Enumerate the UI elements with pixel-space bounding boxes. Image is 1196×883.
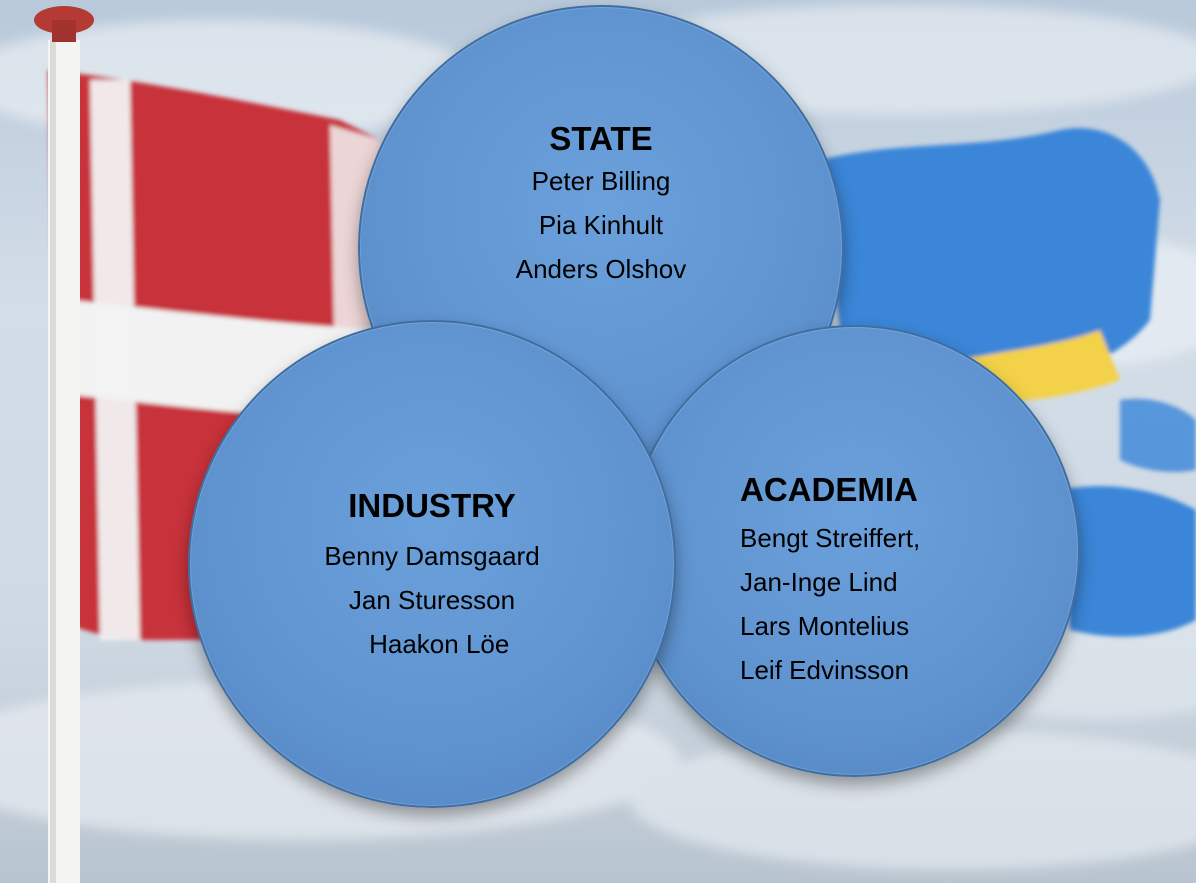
state-name: Peter Billing: [531, 166, 671, 196]
academia-name: Leif Edvinsson: [740, 655, 910, 685]
academia-heading: ACADEMIA: [740, 471, 918, 508]
industry-name: Haakon Löe: [354, 629, 510, 659]
industry-name: Jan Sturesson: [348, 585, 516, 615]
academia-circle: ACADEMIA Bengt Streiffert, Jan-Inge Lind…: [628, 325, 1080, 777]
state-name: Anders Olshov: [515, 254, 687, 284]
state-name: Pia Kinhult: [538, 210, 664, 240]
industry-heading: INDUSTRY: [348, 487, 516, 524]
industry-circle: INDUSTRY Benny Damsgaard Jan Sturesson H…: [188, 320, 676, 808]
industry-content: INDUSTRY Benny Damsgaard Jan Sturesson H…: [190, 486, 674, 666]
academia-name: Bengt Streiffert,: [740, 523, 921, 553]
state-heading: STATE: [549, 120, 653, 157]
flagpole-icon: [34, 6, 94, 883]
academia-content: ACADEMIA Bengt Streiffert, Jan-Inge Lind…: [740, 470, 1078, 692]
academia-name: Lars Montelius: [740, 611, 910, 641]
industry-name: Benny Damsgaard: [324, 541, 540, 571]
state-content: STATE Peter Billing Pia Kinhult Anders O…: [360, 119, 842, 291]
academia-name: Jan-Inge Lind: [740, 567, 898, 597]
swedish-flag-icon: [820, 128, 1196, 637]
